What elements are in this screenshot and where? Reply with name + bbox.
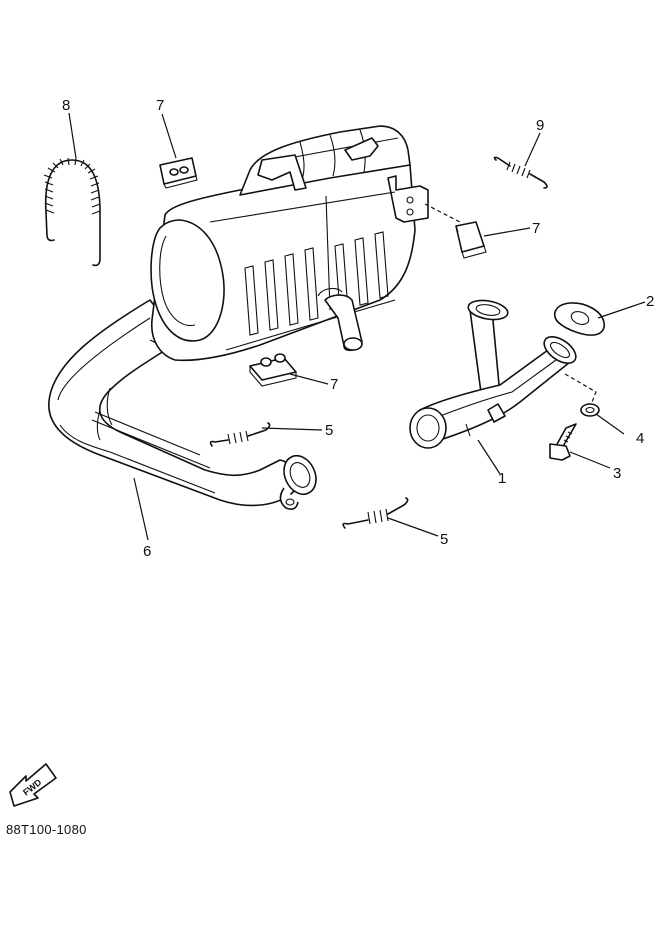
callout-7-right: 7 xyxy=(532,220,540,237)
part-7-damper-right xyxy=(455,221,487,259)
leader-lines xyxy=(68,112,646,541)
diagram-reference-code: 88T100-1080 xyxy=(6,822,87,837)
part-1-manifold-pipe xyxy=(409,299,577,449)
callout-5-lower: 5 xyxy=(440,531,448,548)
callout-9: 9 xyxy=(536,117,544,134)
part-9-spring xyxy=(493,156,548,189)
part-2-gasket xyxy=(553,302,605,336)
callout-6: 6 xyxy=(143,543,151,560)
guide-line-bracket xyxy=(424,203,461,223)
callout-1: 1 xyxy=(498,470,506,487)
muffler-body xyxy=(150,125,429,362)
part-5-spring-upper xyxy=(209,422,271,447)
fwd-arrow-icon: FWD xyxy=(9,763,57,807)
guide-line-pipe xyxy=(564,373,597,403)
callout-3: 3 xyxy=(613,465,621,482)
part-8-spring xyxy=(43,157,101,267)
callout-7-top: 7 xyxy=(156,97,164,114)
part-6-exhaust-pipe xyxy=(48,299,317,510)
callout-2: 2 xyxy=(646,293,654,310)
part-7-damper-bottom xyxy=(249,353,297,387)
part-3-bolt xyxy=(549,423,577,461)
callout-8: 8 xyxy=(62,97,70,114)
callout-4: 4 xyxy=(636,430,644,447)
callout-7-bottom: 7 xyxy=(330,376,338,393)
part-5-spring-lower xyxy=(342,497,409,529)
part-7-damper-top xyxy=(159,157,198,189)
part-4-washer xyxy=(580,403,600,417)
callout-5-upper: 5 xyxy=(325,422,333,439)
